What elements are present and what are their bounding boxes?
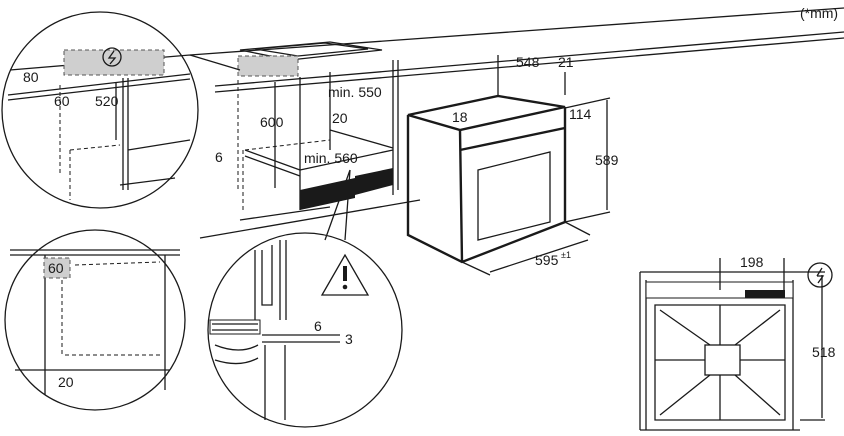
dim-min-550: min. 550: [328, 84, 382, 100]
dim-589: 589: [595, 152, 619, 168]
dim-20-bottom: 20: [58, 374, 74, 390]
dim-595-tolerance: ±1: [561, 250, 571, 260]
worktop-section: [209, 319, 261, 335]
dim-21: 21: [558, 54, 574, 70]
dim-518: 518: [812, 344, 836, 360]
detail-circle-top: 80 60 520: [1, 11, 241, 209]
detail-circle-warning: 6 3: [207, 232, 403, 428]
worktop: [189, 7, 844, 93]
dim-3-gap: 3: [345, 331, 353, 347]
dim-600: 600: [260, 114, 284, 130]
cabinet: 600 min. 550 20 6 min. 560: [199, 60, 421, 241]
dim-60: 60: [54, 93, 70, 109]
electrical-connection-icon: [102, 47, 122, 67]
oven: 548 21 18 114 589 595 ±1: [406, 54, 619, 276]
dim-20: 20: [332, 110, 348, 126]
ventilation-slot: [355, 168, 393, 195]
detail-circle-bottom-left: 60 20: [4, 229, 186, 411]
dim-min-560: min. 560: [304, 150, 358, 166]
dim-6: 6: [215, 149, 223, 165]
electrical-connection-icon-side: [807, 262, 833, 288]
dim-198: 198: [740, 254, 764, 270]
dim-548: 548: [516, 54, 540, 70]
dim-114: 114: [569, 106, 592, 122]
connection-area: [237, 55, 299, 77]
dim-60-side: 60: [48, 260, 64, 276]
dim-6-gap: 6: [314, 318, 322, 334]
dim-595: 595: [535, 252, 559, 268]
dim-80: 80: [23, 69, 39, 85]
unit-note: (*mm): [800, 5, 838, 21]
warning-triangle-icon: [320, 253, 370, 296]
dim-18: 18: [452, 109, 468, 125]
ventilation-slot: [300, 178, 355, 210]
dim-520: 520: [95, 93, 119, 109]
side-view: 198 518: [639, 254, 836, 431]
